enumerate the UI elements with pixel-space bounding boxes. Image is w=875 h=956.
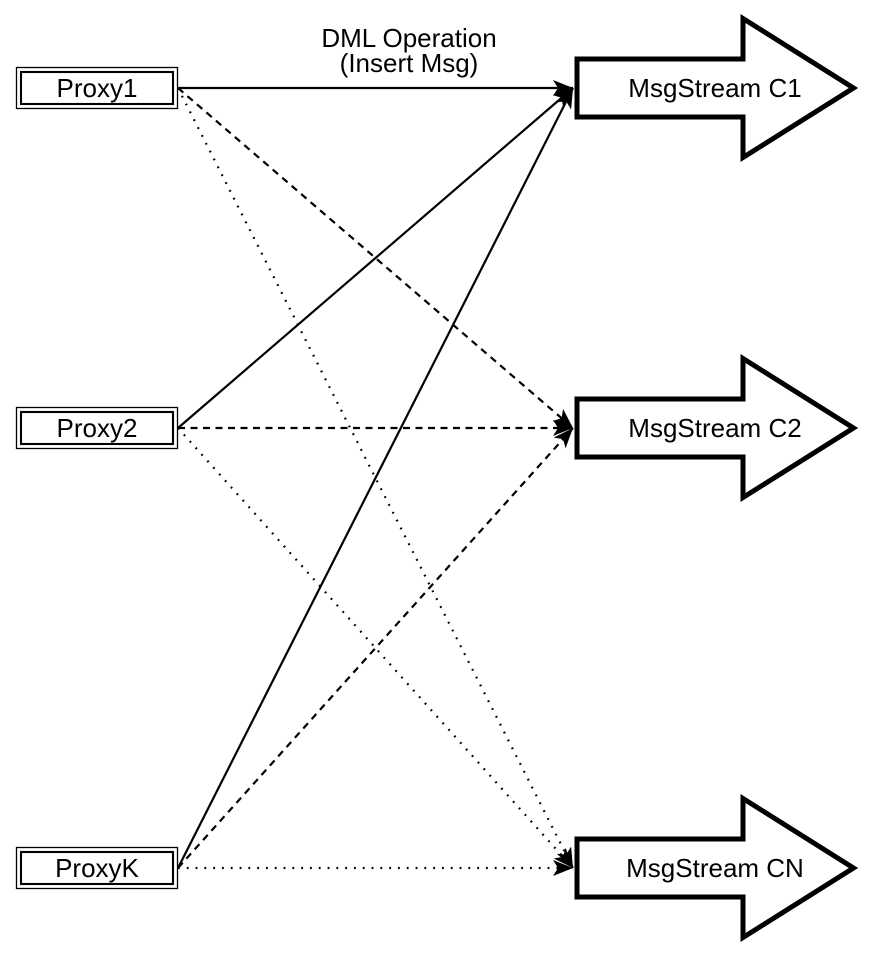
node-proxyk: ProxyK	[15, 846, 179, 890]
proxy2-box-inner	[19, 410, 175, 446]
msgstream-c2-arrow-shape	[574, 353, 859, 503]
msgstream-c1-arrow-shape	[574, 13, 859, 163]
edge-proxyk-c2	[177, 427, 574, 869]
proxy1-box-inner	[19, 70, 175, 106]
diagram-title: DML Operation (Insert Msg)	[321, 23, 496, 78]
proxyk-box-inner	[19, 850, 175, 886]
proxy1-label: Proxy1	[57, 73, 138, 103]
msgstream-cn-label: MsgStream CN	[626, 853, 804, 883]
node-proxy2: Proxy2	[15, 406, 179, 450]
msgstream-c2-label: MsgStream C2	[628, 413, 801, 443]
edge-proxy2-cn	[177, 427, 574, 869]
node-msgstream-cn: MsgStream CN	[574, 793, 859, 943]
edges-layer	[177, 80, 574, 876]
node-msgstream-c2: MsgStream C2	[574, 353, 859, 503]
edge-proxy2-c1	[177, 87, 574, 429]
proxyk-label: ProxyK	[55, 853, 139, 883]
msgstream-c1-label: MsgStream C1	[628, 73, 801, 103]
diagram-title-line1: DML Operation	[321, 23, 496, 53]
node-msgstream-c1: MsgStream C1	[574, 13, 859, 163]
node-proxy1: Proxy1	[15, 66, 179, 110]
proxy2-label: Proxy2	[57, 413, 138, 443]
edge-proxyk-c1	[177, 87, 574, 869]
msgstream-cn-arrow-shape	[574, 793, 859, 943]
diagram-title-line2: (Insert Msg)	[340, 48, 479, 78]
